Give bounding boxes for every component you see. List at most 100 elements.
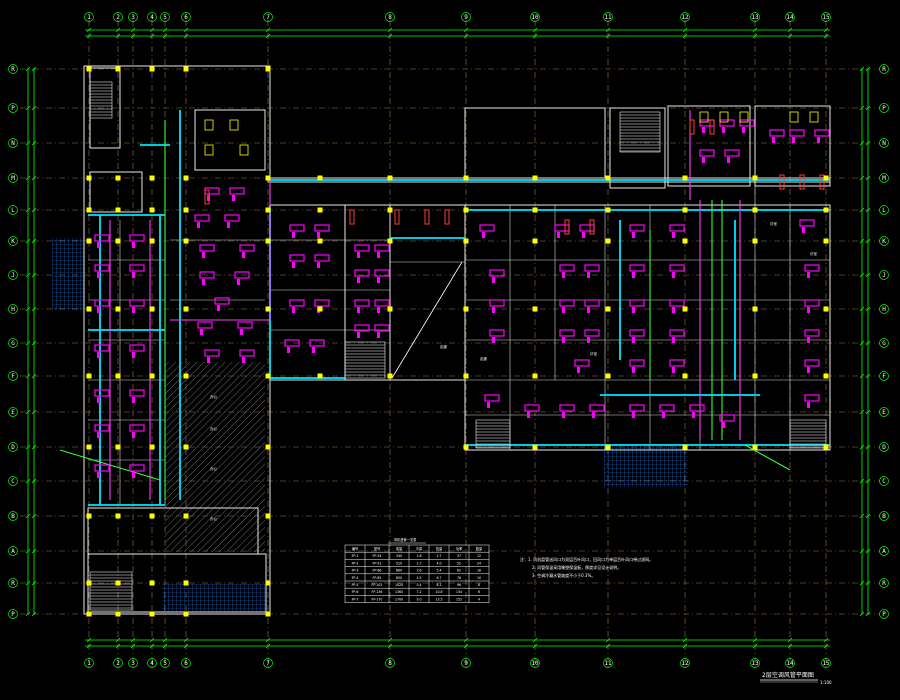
column [183, 444, 189, 450]
dimension-tick [31, 444, 37, 450]
fan-coil-outlet [292, 262, 295, 268]
dimension-tick [25, 478, 31, 484]
table-cell: FP-3 [352, 569, 359, 573]
fan-coil-outlet [97, 242, 100, 248]
fan-coil-unit [699, 149, 715, 157]
grid-bubble [879, 103, 889, 113]
fan-coil-unit [94, 424, 110, 432]
table-cell: 37 [457, 554, 461, 558]
dimension-tick [463, 27, 469, 33]
dimension-tick [25, 175, 31, 181]
column [265, 611, 271, 617]
table-cell: FP-5 [352, 583, 359, 587]
fan-coil-outlet [132, 242, 135, 248]
dimension-tick [859, 140, 865, 146]
dimension-tick [25, 105, 31, 111]
table-cell: FP-6 [352, 590, 359, 594]
table-cell: 8 [478, 583, 480, 587]
column [605, 175, 611, 181]
fan-coil-outlet [482, 232, 485, 238]
room-label: 办公 [210, 394, 217, 399]
fan-coil-unit [129, 299, 145, 307]
grid-bubble-label: B [11, 513, 15, 520]
room-label: 办公 [210, 466, 217, 471]
grid-bubble-label: 11 [604, 14, 612, 21]
supply-diffuser [799, 174, 805, 190]
table-cell: 62 [457, 569, 461, 573]
grid-bubble [785, 658, 795, 668]
dimension-lines [27, 29, 869, 647]
column [682, 238, 688, 244]
fan-coil-unit [584, 264, 600, 272]
dimension-tick [25, 66, 31, 72]
fan-coil-unit [804, 359, 820, 367]
column [532, 175, 538, 181]
fan-coil-unit [719, 119, 735, 127]
column [605, 238, 611, 244]
table-cell: 340 [396, 554, 402, 558]
dimension-tick [787, 643, 793, 649]
fan-coil-outlet [792, 137, 795, 143]
grid-bubble [750, 658, 760, 668]
room-label: 办公 [210, 426, 217, 431]
column [682, 373, 688, 379]
fan-coil-unit [354, 324, 370, 332]
dimension-tick [162, 643, 168, 649]
column [463, 306, 469, 312]
grid-bubble [8, 476, 18, 486]
grid-bubble [879, 578, 889, 588]
fan-coil-unit [314, 224, 330, 232]
fan-coil-unit [129, 389, 145, 397]
fan-coil-unit [629, 299, 645, 307]
fan-coil-outlet [132, 397, 135, 403]
column [752, 306, 758, 312]
grid-bubble-label: R [882, 580, 886, 587]
grid-bubble-label: H [882, 306, 886, 313]
fan-coil-unit [239, 349, 255, 357]
column [86, 580, 92, 586]
fan-coil-outlet [582, 232, 585, 238]
fan-coil-unit [629, 329, 645, 337]
dimension-tick [31, 580, 37, 586]
dimension-tick [31, 513, 37, 519]
dimension-tick [25, 611, 31, 617]
dimension-tick [183, 643, 189, 649]
grid-bubble [879, 205, 889, 215]
fan-coil-outlet [807, 272, 810, 278]
dimension-tick [682, 27, 688, 33]
dimension-tick [865, 306, 871, 312]
toilet-fixture [789, 111, 799, 123]
dimension-tick [859, 340, 865, 346]
grid-bubble [879, 371, 889, 381]
dimension-tick [865, 611, 871, 617]
column [532, 444, 538, 450]
column [265, 66, 271, 72]
dimension-tick [823, 637, 829, 643]
column [752, 207, 758, 213]
dimension-tick [86, 637, 92, 643]
grid-bubble [263, 658, 273, 668]
fan-coil-outlet [807, 367, 810, 373]
column [463, 238, 469, 244]
dimension-tick [25, 272, 31, 278]
column [823, 238, 829, 244]
table-cell: 96 [457, 583, 461, 587]
fan-coil-outlet [702, 127, 705, 133]
fan-coil-unit [489, 269, 505, 277]
dimension-tick [25, 548, 31, 554]
column [317, 373, 323, 379]
dimension-tick [532, 643, 538, 649]
dimension-tick [859, 444, 865, 450]
fan-coil-unit [314, 254, 330, 262]
fan-coil-outlet [97, 272, 100, 278]
fan-coil-outlet [587, 307, 590, 313]
fan-coil-unit [199, 271, 215, 279]
grid-bubble-label: 1 [87, 14, 91, 21]
dimension-tick [31, 373, 37, 379]
condensate-lines [59, 120, 791, 500]
fan-coil-outlet [132, 352, 135, 358]
supply-diffuser [424, 209, 430, 225]
dimension-tick [859, 611, 865, 617]
grid-bubble [8, 546, 18, 556]
